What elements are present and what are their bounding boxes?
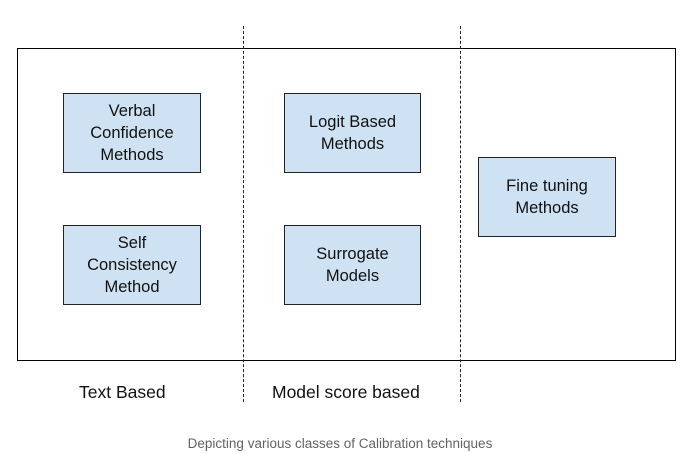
figure-caption: Depicting various classes of Calibration…: [187, 436, 493, 451]
self-consistency-method-box: Self Consistency Method: [63, 225, 201, 305]
dashed-divider-left: [243, 26, 244, 402]
fine-tuning-methods-box: Fine tuning Methods: [478, 157, 616, 237]
dashed-divider-right: [460, 26, 461, 402]
surrogate-models-box: Surrogate Models: [284, 225, 421, 305]
logit-based-methods-box: Logit Based Methods: [284, 93, 421, 173]
text-based-label: Text Based: [79, 382, 166, 402]
diagram-frame: [17, 48, 676, 361]
verbal-confidence-methods-box: Verbal Confidence Methods: [63, 93, 201, 173]
model-score-based-label: Model score based: [272, 382, 420, 402]
